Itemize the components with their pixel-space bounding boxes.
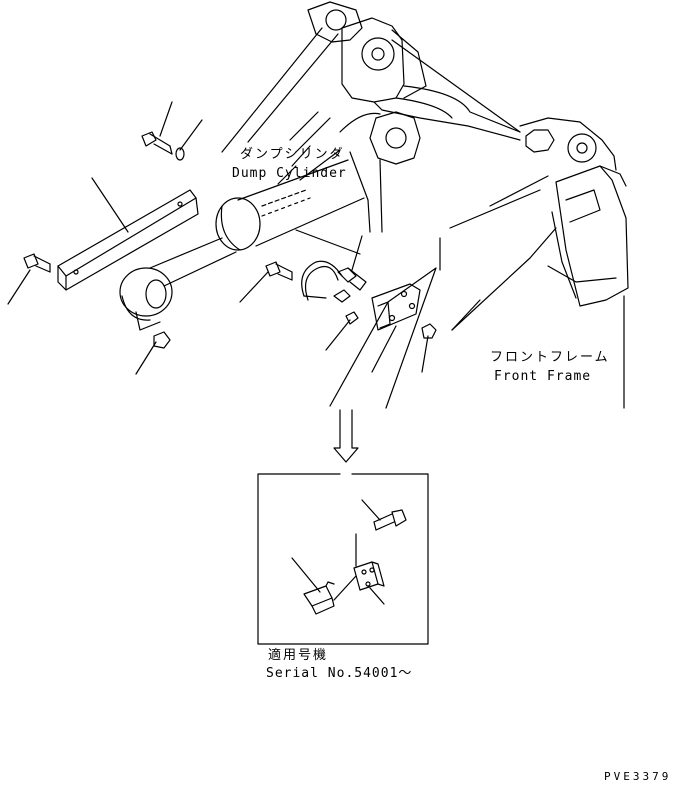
bolt-mid: [265, 261, 293, 281]
nut-lower: [153, 331, 171, 349]
dump-cylinder-label-jp: ダンプシリンダ: [240, 147, 345, 162]
dump-cylinder-label-en: Dump Cylinder: [232, 166, 347, 181]
front-frame-label-en: Front Frame: [494, 369, 592, 384]
washer-top: [175, 147, 185, 161]
wire-loop: [301, 260, 343, 301]
guard-bar: [57, 189, 199, 291]
leader-lines: [7, 101, 625, 409]
drawing-code: PVE3379: [604, 770, 672, 783]
front-frame-label-jp: フロントフレーム: [490, 350, 610, 365]
detail-plane: [329, 267, 437, 409]
down-arrow: [333, 409, 359, 463]
detail-box: [257, 473, 429, 645]
dump-cylinder: [119, 159, 365, 331]
proximity-switch: [333, 267, 367, 303]
nut-right: [421, 323, 437, 339]
bolt-left: [23, 253, 51, 273]
bolt-top: [141, 131, 173, 155]
front-frame: [221, 1, 629, 331]
serial-label-en: Serial No.54001～: [266, 666, 413, 681]
serial-label-jp: 適用号機: [268, 648, 329, 663]
mounting-bracket: [371, 283, 421, 331]
